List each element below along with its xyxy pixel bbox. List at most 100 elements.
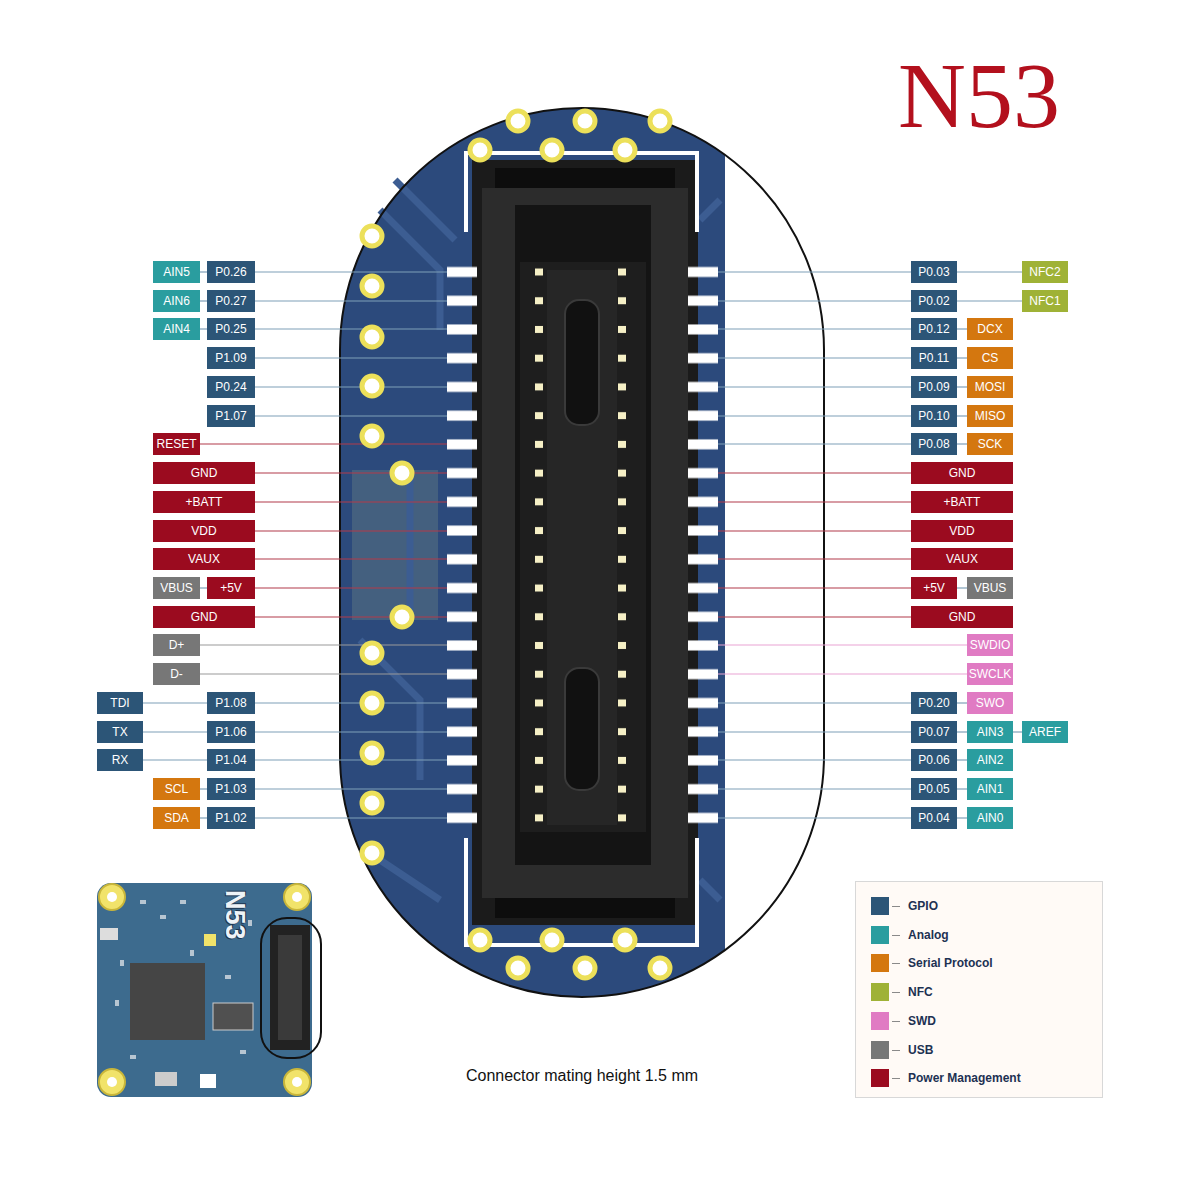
pin-label: D- (153, 663, 200, 685)
pin-label: AIN1 (967, 778, 1013, 800)
pin-label: GND (911, 462, 1013, 484)
pin-label: P0.20 (911, 692, 957, 714)
pin-link (957, 443, 967, 444)
pin-name: P0.24 (215, 380, 246, 394)
pin-label: P1.07 (207, 405, 255, 427)
pin-name: RX (112, 753, 129, 767)
pin-label: TDI (97, 692, 143, 714)
pin-link (957, 788, 967, 789)
pin-name: P0.03 (918, 265, 949, 279)
pin-name: SWO (976, 696, 1005, 710)
pin-label: RESET (153, 433, 200, 455)
pin-link (957, 415, 967, 416)
silkscreen-label: N53 (219, 890, 251, 940)
legend-text: Power Management (908, 1070, 1021, 1086)
pin-label: P0.04 (911, 807, 957, 829)
pin-link (957, 300, 1022, 301)
pin-name: P0.25 (215, 322, 246, 336)
pin-name: P1.09 (215, 351, 246, 365)
pin-name: VAUX (946, 552, 978, 566)
pin-name: P0.09 (918, 380, 949, 394)
pin-name: +5V (220, 581, 242, 595)
pin-label: GND (911, 606, 1013, 628)
pin-label: P1.03 (207, 778, 255, 800)
pin-label: +BATT (153, 491, 255, 513)
pin-name: +BATT (186, 495, 223, 509)
pin-name: SDA (164, 811, 189, 825)
pin-link (957, 587, 967, 588)
legend-swatch (871, 1012, 889, 1030)
pin-link (200, 788, 207, 789)
pin-label: P0.09 (911, 376, 957, 398)
pin-link (143, 759, 207, 760)
pin-label: P0.11 (911, 347, 957, 369)
pin-name: P1.06 (215, 725, 246, 739)
legend-text: Analog (908, 927, 949, 943)
pin-name: P1.08 (215, 696, 246, 710)
outline (340, 108, 824, 997)
pin-name: P0.11 (919, 351, 949, 365)
pin-label: SWO (967, 692, 1013, 714)
pin-link (143, 702, 207, 703)
legend-text: USB (908, 1042, 933, 1058)
pin-name: P1.04 (215, 753, 246, 767)
pin-label: DCX (967, 318, 1013, 340)
pin-label: TX (97, 721, 143, 743)
pin-label: RX (97, 749, 143, 771)
pin-name: NFC1 (1029, 294, 1060, 308)
pin-label: P0.03 (911, 261, 957, 283)
pin-label: CS (967, 347, 1013, 369)
pin-label: SWDIO (967, 634, 1013, 656)
pin-name: GND (191, 466, 218, 480)
pin-label: P1.06 (207, 721, 255, 743)
pin-name: P1.02 (215, 811, 246, 825)
pin-label: AIN0 (967, 807, 1013, 829)
pin-name: CS (982, 351, 999, 365)
pin-label: AIN2 (967, 749, 1013, 771)
pin-link (957, 759, 967, 760)
pin-link (200, 300, 207, 301)
pin-link (143, 731, 207, 732)
legend-swatch (871, 897, 889, 915)
pin-name: AIN6 (163, 294, 190, 308)
legend-tick (892, 1078, 900, 1079)
legend-swatch (871, 983, 889, 1001)
pin-label: AIN3 (967, 721, 1013, 743)
pcb-board (340, 108, 725, 997)
legend-box: GPIOAnalogSerial ProtocolNFCSWDUSBPower … (855, 881, 1103, 1098)
pin-label: P0.08 (911, 433, 957, 455)
pin-label: P1.08 (207, 692, 255, 714)
pin-name: P1.07 (215, 409, 246, 423)
pin-label: VDD (153, 520, 255, 542)
pin-name: AIN5 (163, 265, 190, 279)
pin-name: P0.07 (918, 725, 949, 739)
legend-swatch (871, 1069, 889, 1087)
pin-label: +5V (207, 577, 255, 599)
legend-text: Serial Protocol (908, 955, 993, 971)
pin-link (957, 731, 967, 732)
pin-label: MISO (967, 405, 1013, 427)
pin-label: VBUS (153, 577, 200, 599)
pin-name: P1.03 (215, 782, 246, 796)
pin-name: GND (949, 610, 976, 624)
pin-label: +BATT (911, 491, 1013, 513)
vias (362, 111, 670, 978)
pin-label: P0.05 (911, 778, 957, 800)
pin-label: NFC1 (1022, 290, 1068, 312)
pin-link (957, 702, 967, 703)
pin-name: P0.02 (918, 294, 949, 308)
pin-name: AIN2 (977, 753, 1004, 767)
pin-label: VAUX (153, 548, 255, 570)
pin-label: SCK (967, 433, 1013, 455)
pin-name: SWCLK (969, 667, 1012, 681)
pin-name: VDD (949, 524, 974, 538)
pin-label: P0.02 (911, 290, 957, 312)
pin-label: AIN5 (153, 261, 200, 283)
pin-name: P0.06 (918, 753, 949, 767)
legend-tick (892, 992, 900, 993)
pin-label: P0.12 (911, 318, 957, 340)
legend-text: NFC (908, 984, 933, 1000)
pin-label: SCL (153, 778, 200, 800)
